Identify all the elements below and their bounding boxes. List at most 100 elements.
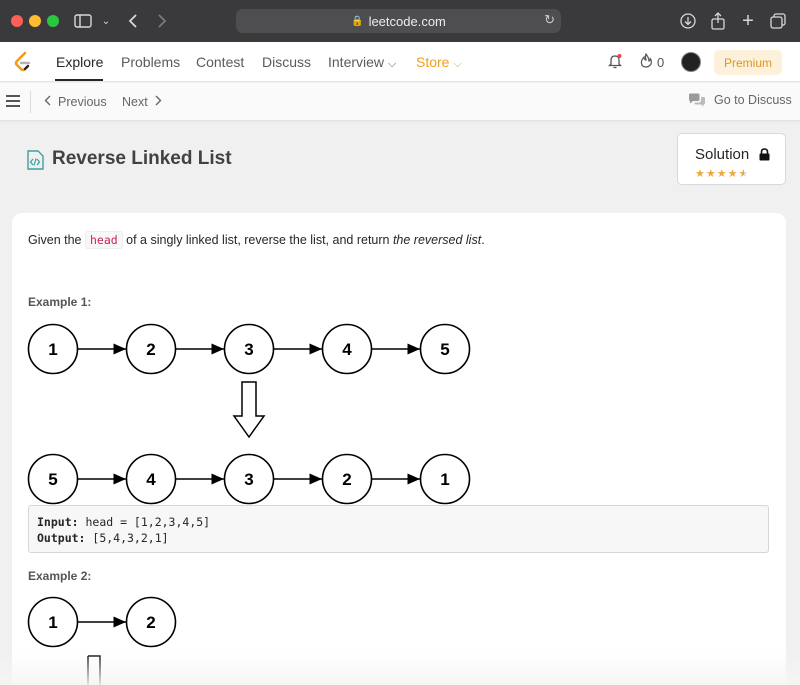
chevron-down-icon: ⌵ bbox=[387, 58, 397, 70]
linked-list-after: 5 4 3 2 1 bbox=[27, 453, 471, 505]
list-node bbox=[419, 323, 471, 375]
desc-text: . bbox=[481, 233, 485, 247]
output-value: [5,4,3,2,1] bbox=[85, 531, 169, 545]
solution-rating: ★ ★ ★ ★ ★ bbox=[695, 167, 749, 180]
previous-link[interactable]: Previous bbox=[44, 95, 107, 109]
list-node bbox=[419, 453, 471, 505]
notification-bell-icon[interactable] bbox=[607, 53, 623, 72]
problem-title: Reverse Linked List bbox=[52, 148, 232, 169]
input-label: Input: bbox=[37, 515, 79, 529]
previous-label: Previous bbox=[58, 95, 107, 109]
address-bar[interactable]: 🔒 leetcode.com ↻ bbox=[236, 9, 561, 33]
streak-count: 0 bbox=[657, 55, 665, 70]
problem-subbar: Previous Next Go to Discuss bbox=[0, 83, 800, 121]
nav-discuss[interactable]: Discuss bbox=[262, 54, 312, 70]
nav-contest[interactable]: Contest bbox=[196, 54, 245, 70]
back-arrow-icon[interactable] bbox=[123, 11, 143, 31]
tab-overview-icon[interactable] bbox=[768, 11, 788, 31]
share-icon[interactable] bbox=[708, 11, 728, 31]
forward-arrow-icon[interactable] bbox=[152, 11, 172, 31]
code-file-icon bbox=[26, 150, 44, 175]
solution-label: Solution bbox=[695, 146, 750, 163]
example-1-io: Input: head = [1,2,3,4,5] Output: [5,4,3… bbox=[28, 505, 769, 553]
nav-store[interactable]: Store ⌵ bbox=[416, 54, 462, 71]
nav-problems[interactable]: Problems bbox=[121, 54, 181, 70]
new-tab-icon[interactable]: + bbox=[742, 9, 754, 32]
list-node bbox=[321, 453, 373, 505]
nav-store-label: Store bbox=[416, 54, 450, 70]
chevron-right-icon bbox=[155, 95, 162, 106]
nav-interview-label: Interview bbox=[328, 54, 385, 70]
example-1-diagram: 1 2 3 4 5 5 4 3 2 1 bbox=[27, 323, 471, 505]
site-navbar: Explore Problems Contest Discuss Intervi… bbox=[0, 42, 800, 82]
chevron-down-icon[interactable]: ⌄ bbox=[101, 15, 111, 27]
browser-toolbar: ⌄ 🔒 leetcode.com ↻ + bbox=[0, 0, 800, 42]
nav-explore[interactable]: Explore bbox=[56, 54, 104, 70]
streak-flame-icon[interactable] bbox=[640, 52, 652, 71]
star-icon: ★ bbox=[695, 168, 705, 180]
leetcode-logo[interactable] bbox=[12, 51, 34, 73]
input-value: head = [1,2,3,4,5] bbox=[78, 515, 211, 529]
url-text: leetcode.com bbox=[368, 13, 446, 29]
linked-list-before: 1 2 3 4 5 bbox=[27, 323, 471, 375]
list-node bbox=[27, 453, 79, 505]
chevron-down-icon: ⌵ bbox=[453, 58, 462, 70]
solution-button[interactable]: Solution ★ ★ ★ ★ ★ bbox=[677, 133, 786, 185]
chevron-left-icon bbox=[44, 95, 51, 106]
list-node bbox=[27, 596, 79, 648]
list-node bbox=[223, 323, 275, 375]
example-2-title: Example 2: bbox=[28, 569, 92, 583]
sidebar-toggle-icon[interactable] bbox=[73, 11, 93, 31]
desc-emphasis: the reversed list bbox=[392, 233, 482, 247]
menu-icon[interactable] bbox=[6, 95, 20, 110]
premium-button[interactable]: Premium bbox=[714, 50, 782, 75]
star-icon: ★ bbox=[727, 168, 738, 180]
list-node bbox=[27, 323, 79, 375]
node-value: 1 bbox=[48, 340, 57, 359]
node-value: 5 bbox=[440, 340, 449, 359]
list-node bbox=[321, 323, 373, 375]
download-icon[interactable] bbox=[678, 11, 698, 31]
next-label: Next bbox=[122, 95, 148, 109]
node-value: 4 bbox=[342, 340, 352, 359]
problem-description-card: Given the head of a singly linked list, … bbox=[12, 213, 786, 685]
list-node bbox=[125, 323, 177, 375]
example-1-title: Example 1: bbox=[28, 295, 92, 309]
lock-icon: 🔒 bbox=[351, 15, 364, 27]
nav-interview[interactable]: Interview ⌵ bbox=[328, 54, 396, 71]
discuss-label: Go to Discuss bbox=[714, 93, 792, 107]
next-link[interactable]: Next bbox=[122, 95, 162, 109]
close-window-button[interactable] bbox=[11, 15, 23, 27]
zoom-window-button[interactable] bbox=[47, 15, 59, 27]
user-avatar[interactable] bbox=[681, 52, 701, 72]
example-2-diagram: 1 2 bbox=[27, 596, 177, 685]
down-arrow-icon bbox=[232, 381, 266, 439]
bottom-fade bbox=[0, 650, 800, 685]
output-label: Output: bbox=[37, 531, 86, 545]
node-value: 1 bbox=[48, 613, 57, 632]
list-node bbox=[223, 453, 275, 505]
chat-bubbles-icon bbox=[689, 93, 705, 107]
inline-code: head bbox=[84, 231, 123, 249]
example-input-line: Input: head = [1,2,3,4,5] bbox=[37, 514, 760, 530]
problem-statement: Given the head of a singly linked list, … bbox=[28, 231, 485, 249]
list-node bbox=[125, 453, 177, 505]
node-value: 1 bbox=[440, 470, 449, 489]
go-to-discuss-link[interactable]: Go to Discuss bbox=[688, 93, 792, 107]
desc-text: of a singly linked list, reverse the lis… bbox=[122, 233, 393, 247]
half-star-icon: ★ bbox=[738, 168, 749, 180]
reload-icon[interactable]: ↻ bbox=[544, 12, 555, 27]
star-icon: ★ bbox=[705, 168, 716, 180]
node-value: 3 bbox=[244, 470, 253, 489]
node-value: 2 bbox=[146, 340, 155, 359]
node-value: 4 bbox=[146, 470, 156, 489]
desc-text: Given the bbox=[28, 233, 85, 247]
lock-icon bbox=[759, 148, 770, 166]
list-node bbox=[125, 596, 177, 648]
divider bbox=[30, 91, 31, 113]
minimize-window-button[interactable] bbox=[29, 15, 41, 27]
node-value: 2 bbox=[146, 613, 155, 632]
node-value: 3 bbox=[244, 340, 253, 359]
example-output-line: Output: [5,4,3,2,1] bbox=[37, 530, 760, 546]
active-tab-indicator bbox=[55, 79, 103, 81]
